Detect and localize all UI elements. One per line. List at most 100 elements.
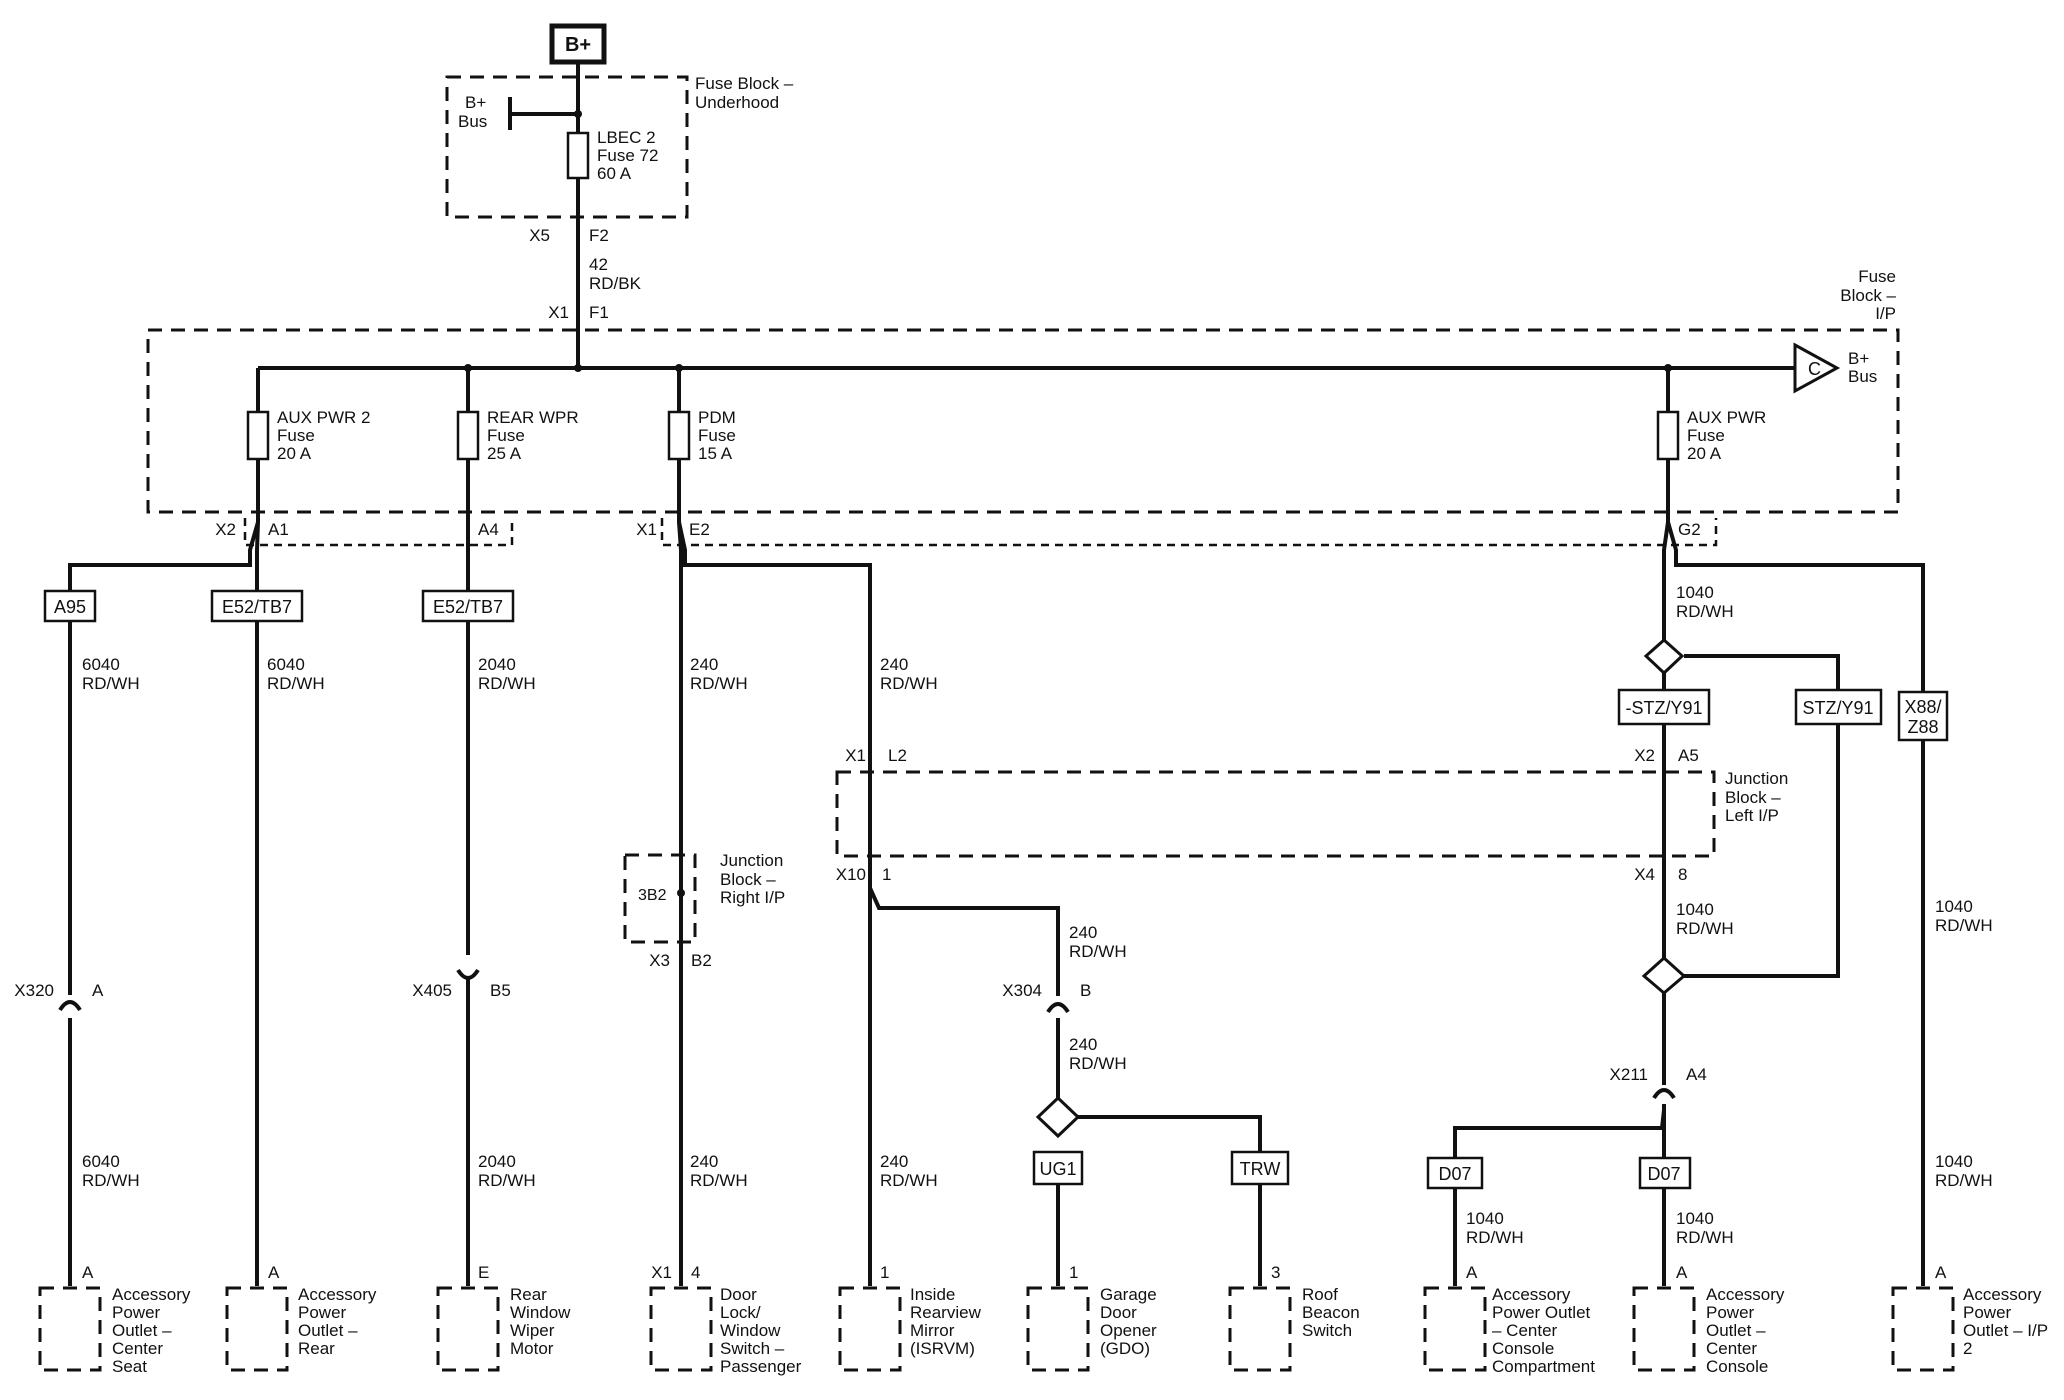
load-center-seat-outlet: A Accessory Power Outlet – Center Seat	[38, 1263, 191, 1376]
fuse-72-label-2: Fuse 72	[597, 146, 658, 165]
feed-wire-circuit: 42	[589, 255, 608, 274]
wire-label-circuit: 1040	[1935, 1152, 1973, 1171]
load-rear-wiper-motor: E Rear Window Wiper Motor	[436, 1263, 571, 1372]
ip-block-pin: F1	[589, 303, 609, 322]
svg-text:E: E	[478, 1263, 489, 1282]
svg-text:Rear: Rear	[510, 1285, 547, 1304]
svg-text:A: A	[82, 1263, 94, 1282]
svg-text:Accessory: Accessory	[1963, 1285, 2042, 1304]
fuse-aux-pwr	[1656, 410, 1680, 461]
fuse-72-label-1: LBEC 2	[597, 128, 656, 147]
svg-text:Console: Console	[1706, 1357, 1768, 1376]
wire-label-circuit: 6040	[267, 655, 305, 674]
svg-text:Outlet –: Outlet –	[298, 1321, 358, 1340]
underhood-title-1: Fuse Block –	[695, 74, 794, 93]
left-ip-pin-1: 1	[882, 865, 891, 884]
svg-text:Roof: Roof	[1302, 1285, 1338, 1304]
load-garage-door-opener: 1 Garage Door Opener (GDO)	[1026, 1263, 1157, 1372]
fuse-rear-wpr-label-2: Fuse	[487, 426, 525, 445]
left-ip-connector-x10: X10	[836, 865, 866, 884]
fuse-rear-wpr	[456, 410, 480, 461]
load-roof-beacon-switch: 3 Roof Beacon Switch	[1228, 1263, 1360, 1372]
wire-label-circuit: 240	[880, 1152, 908, 1171]
fuse-rear-wpr-label-3: 25 A	[487, 444, 522, 463]
svg-text:Accessory: Accessory	[298, 1285, 377, 1304]
wire-label-color: RD/WH	[1069, 942, 1127, 961]
fuse-aux-pwr-2-label-2: Fuse	[277, 426, 315, 445]
output-x2-connector: X2	[215, 520, 236, 539]
output-g2-pin: G2	[1678, 520, 1701, 539]
battery-source: B+	[549, 23, 607, 65]
fuse-aux-pwr-2	[246, 410, 270, 461]
underhood-title-2: Underhood	[695, 93, 779, 112]
svg-text:Power: Power	[112, 1303, 161, 1322]
wire-label-color: RD/WH	[267, 674, 325, 693]
feed-wire-color: RD/BK	[589, 274, 642, 293]
svg-text:Door: Door	[720, 1285, 757, 1304]
bplus-bus-label-2: Bus	[458, 112, 487, 131]
svg-text:UG1: UG1	[1039, 1159, 1076, 1179]
wire-label-color: RD/WH	[478, 674, 536, 693]
splice-3b2: 3B2	[638, 887, 667, 904]
svg-text:A: A	[1466, 1263, 1478, 1282]
svg-text:B5: B5	[490, 981, 511, 1000]
load-ip-outlet-2: A Accessory Power Outlet – I/P 2	[1891, 1263, 2048, 1372]
svg-text:Outlet – I/P: Outlet – I/P	[1963, 1321, 2048, 1340]
svg-text:Window: Window	[720, 1321, 781, 1340]
output-e2-pin: E2	[689, 520, 710, 539]
wire-label-color: RD/WH	[1069, 1054, 1127, 1073]
left-ip-pin-a5: A5	[1678, 746, 1699, 765]
svg-text:Rear: Rear	[298, 1339, 335, 1358]
wire-label-circuit: 6040	[82, 1152, 120, 1171]
svg-text:1: 1	[1069, 1263, 1078, 1282]
option-box-d07-compartment: D07	[1426, 1156, 1484, 1190]
svg-text:Accessory: Accessory	[1706, 1285, 1785, 1304]
svg-text:Opener: Opener	[1100, 1321, 1157, 1340]
wire-label-circuit: 1040	[1676, 583, 1714, 602]
svg-text:Beacon: Beacon	[1302, 1303, 1360, 1322]
ip-block-pin-connector: X1	[548, 303, 569, 322]
wire-label-color: RD/WH	[1676, 1228, 1734, 1247]
svg-text:Outlet –: Outlet –	[1706, 1321, 1766, 1340]
wire-label-color: RD/WH	[690, 674, 748, 693]
svg-text:4: 4	[691, 1263, 700, 1282]
svg-text:Z88: Z88	[1907, 717, 1938, 737]
bplus-bus-label-1: B+	[465, 93, 486, 112]
ip-bus-label-2: Bus	[1848, 367, 1877, 386]
svg-text:Mirror: Mirror	[910, 1321, 955, 1340]
battery-source-label: B+	[565, 34, 591, 56]
splice-diamond-center-console	[1641, 955, 1687, 995]
underhood-pin: F2	[589, 226, 609, 245]
load-center-console-compartment-outlet: A Accessory Power Outlet – Center Consol…	[1423, 1263, 1595, 1376]
fuse-rear-wpr-label-1: REAR WPR	[487, 408, 579, 427]
output-a4-pin: A4	[478, 520, 499, 539]
wire-label-color: RD/WH	[1676, 602, 1734, 621]
load-inside-rearview-mirror: 1 Inside Rearview Mirror (ISRVM)	[838, 1263, 982, 1372]
svg-text:(GDO): (GDO)	[1100, 1339, 1150, 1358]
splice-diamond-aux-pwr	[1643, 637, 1685, 676]
option-box-d07-console: D07	[1638, 1156, 1692, 1190]
svg-text:Inside: Inside	[910, 1285, 955, 1304]
svg-text:D07: D07	[1438, 1164, 1471, 1184]
ip-block-title-2: Block –	[1840, 286, 1896, 305]
option-box-x88-z88: X88/ Z88	[1897, 690, 1949, 742]
svg-text:Power Outlet: Power Outlet	[1492, 1303, 1591, 1322]
right-ip-title-3: Right I/P	[720, 888, 785, 907]
wire-label-circuit: 1040	[1935, 897, 1973, 916]
svg-text:A95: A95	[54, 597, 86, 617]
svg-text:E52/TB7: E52/TB7	[222, 597, 292, 617]
svg-text:X88/: X88/	[1904, 697, 1941, 717]
wire-label-color: RD/WH	[82, 1171, 140, 1190]
svg-text:-STZ/Y91: -STZ/Y91	[1625, 698, 1702, 718]
wire-label-color: RD/WH	[1676, 919, 1734, 938]
load-door-lock-window-switch: X1 4 Door Lock/ Window Switch – Passenge…	[649, 1263, 802, 1376]
svg-text:Accessory: Accessory	[112, 1285, 191, 1304]
wire-label-circuit: 240	[1069, 1035, 1097, 1054]
svg-text:Power: Power	[298, 1303, 347, 1322]
wire-label-circuit: 240	[690, 1152, 718, 1171]
fuse-aux-pwr-label-1: AUX PWR	[1687, 408, 1766, 427]
svg-text:X405: X405	[412, 981, 452, 1000]
svg-text:X320: X320	[14, 981, 54, 1000]
inline-connector-x320: X320 A	[14, 981, 104, 1012]
wire-label-circuit: 240	[1069, 923, 1097, 942]
